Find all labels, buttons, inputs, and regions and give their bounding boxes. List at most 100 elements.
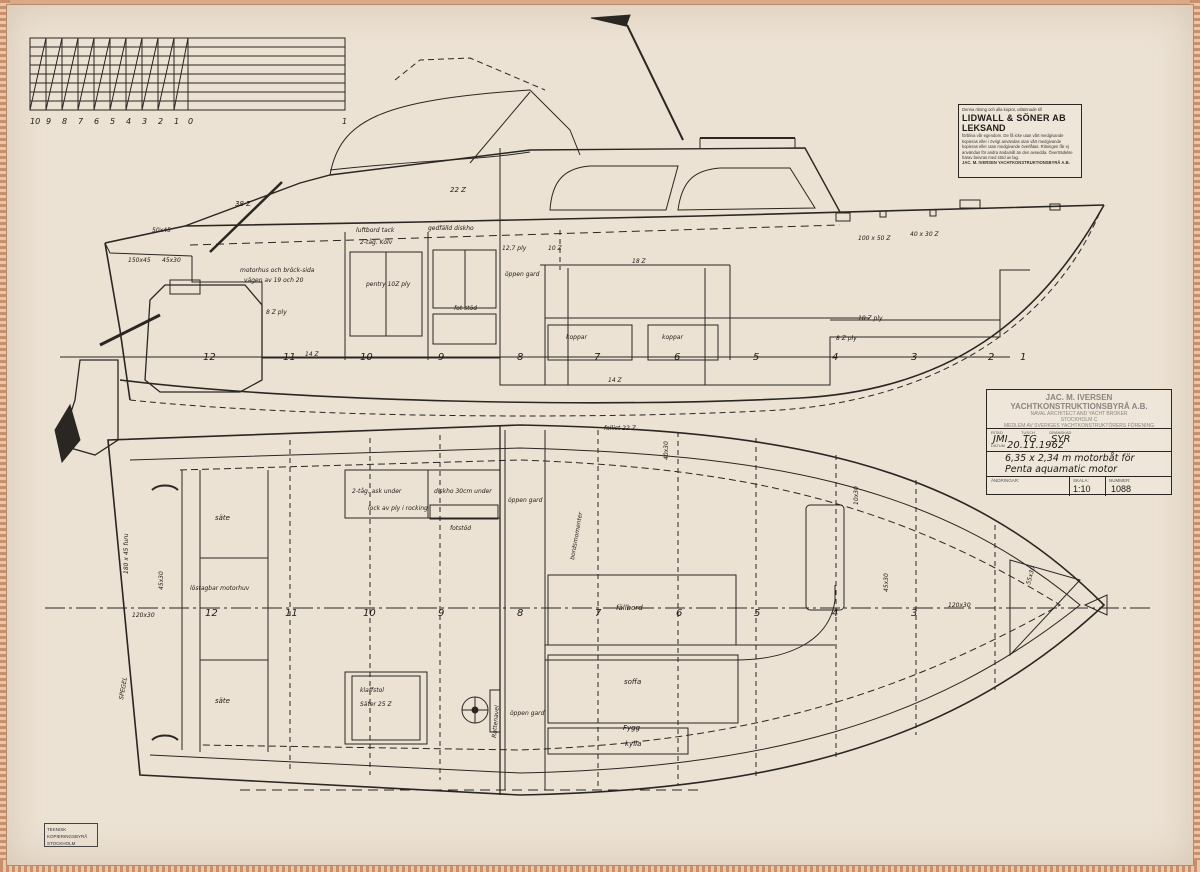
station-number: 4 (832, 608, 838, 619)
scale-num: 2 (158, 117, 163, 126)
scale-numbers: 10 9 8 7 6 5 4 3 2 1 0 1 (30, 117, 347, 126)
station-number: 6 (676, 608, 682, 619)
profile-view (54, 14, 1105, 464)
plan-label: SPEGEL (118, 676, 129, 700)
plan-label: Rattenavel (491, 705, 501, 738)
profile-label: öppen gard (505, 271, 540, 278)
title-scale-row: ÄNDRINGAR: SKALA: NUMMER: 1:10 1088 (987, 476, 1171, 496)
paper-edge-left (0, 0, 10, 872)
plan-label: öppen gard (508, 497, 543, 504)
copy-bureau-line1: TEKNISK KOPIERINGSBYRÅ (47, 827, 88, 839)
station-number: 9 (438, 352, 444, 363)
station-number: 2 (988, 352, 994, 363)
profile-label: 10 Z ply (858, 315, 883, 322)
builder-stamp: Denna ritning och alla kopior, utlämnade… (958, 104, 1082, 178)
plan-label: soffa (624, 678, 641, 686)
number-label: NUMMER: (1109, 478, 1131, 483)
title-divider (1105, 477, 1106, 496)
scale-grid (29, 37, 346, 111)
traced-by: TG (1023, 434, 1037, 445)
scale-num: 10 (30, 117, 40, 126)
drawn-by: JMI (993, 434, 1008, 445)
profile-label: 150x45 (128, 257, 151, 264)
plan-label: bordsmomenter (569, 511, 584, 560)
plan-label: 2-tåg. ask under (352, 488, 402, 495)
station-number: 5 (753, 352, 759, 363)
station-number: 10 (360, 352, 373, 363)
profile-label: gedfälld diskho (428, 225, 474, 232)
scale-num: 4 (126, 117, 131, 126)
plan-label: kylla (625, 740, 641, 748)
profile-label: pentry 10Z ply (365, 281, 411, 288)
plan-label: 55x30 (1025, 565, 1037, 585)
traced-label: TUSCH (1021, 430, 1035, 435)
title-subtitle: NAVAL ARCHITECT AND YACHT BROKER (1030, 411, 1128, 417)
scale-num: 1 (174, 117, 179, 126)
plan-label: öppen gard (510, 710, 545, 717)
plan-label: 45x30 (158, 571, 165, 590)
scale-num: 8 (62, 117, 67, 126)
plan-label: 180 x 45 furu (123, 533, 130, 574)
drawing-date: 20.11.1962 (1007, 440, 1065, 451)
title-company: JAC. M. IVERSEN YACHTKONSTRUKTIONSBYRÅ A… (1010, 393, 1148, 411)
profile-label: 40 x 30 Z (910, 231, 940, 238)
plan-view (45, 424, 1150, 796)
station-number: 12 (203, 352, 216, 363)
plan-label: diskho 30cm under (434, 488, 492, 495)
station-number: 1 (1020, 352, 1026, 363)
scale-label: SKALA: (1073, 478, 1089, 483)
builder-city: LEKSAND (962, 123, 1006, 134)
plan-label: löstagbar motorhuv (190, 585, 250, 592)
profile-labels: 38 Z 22 Z 50x45 150x45 45x30 motorhus oc… (128, 186, 940, 384)
station-number: 11 (285, 608, 298, 619)
title-divider (1069, 477, 1070, 496)
plan-label: säte (215, 697, 230, 705)
station-number: 10 (363, 608, 376, 619)
checked-label: GRANSKAD (1049, 430, 1072, 435)
drawn-label: RITAD (991, 430, 1003, 435)
scale-num: 1 (342, 117, 347, 126)
paper-edge-right (1190, 0, 1200, 872)
changes-label: ÄNDRINGAR: (991, 478, 1020, 483)
title-member: MEDLEM AV SVERIGES YACHTKONSTRUKTÖRERS F… (1003, 423, 1155, 429)
date-label: DATUM (991, 443, 1005, 448)
plan-stations: 12 11 10 9 8 7 6 5 4 3 (205, 608, 917, 619)
station-number: 5 (754, 608, 760, 619)
plan-label: 120x30 (948, 602, 971, 609)
drawing-description: 6,35 x 2,34 m motorbåt för (1005, 453, 1135, 464)
checked-by: SYR (1051, 434, 1071, 445)
profile-label: 12,7 ply (502, 245, 527, 252)
scale-num: 7 (78, 117, 84, 126)
drawing-scale: 1:10 (1073, 484, 1091, 494)
plan-label: 40x30 (663, 441, 670, 460)
plan-label: fällbord (616, 604, 643, 612)
scale-num: 9 (46, 117, 51, 126)
profile-label: 45x30 (162, 257, 181, 264)
title-block: JAC. M. IVERSEN YACHTKONSTRUKTIONSBYRÅ A… (986, 389, 1172, 496)
plan-label: säte (215, 514, 230, 522)
profile-label: koppar (662, 334, 683, 341)
drawing-number: 1088 (1111, 484, 1132, 494)
profile-label: 38 Z (235, 200, 251, 208)
plan-label: Säter 25 Z (360, 701, 392, 708)
profile-label: vägen av 19 och 20 (244, 277, 304, 284)
scale-num: 0 (188, 117, 193, 126)
profile-stations: 12 11 10 9 8 7 6 5 4 3 2 1 (203, 352, 1026, 363)
station-number: 8 (517, 608, 523, 619)
profile-label: 10 Z (548, 245, 563, 252)
title-address: STOCKHOLM C (1060, 417, 1098, 423)
profile-label: 50x45 (152, 227, 171, 234)
station-number: 7 (595, 608, 602, 619)
station-number: 11 (283, 352, 296, 363)
profile-label: 14 Z (305, 351, 320, 358)
profile-label: luftbord tack (356, 227, 395, 234)
profile-label: 8 Z ply (836, 335, 857, 342)
builder-firm: LIDWALL & SÖNER AB (962, 113, 1066, 124)
profile-label: fot stöd (454, 305, 477, 312)
plan-label: 45x30 (883, 573, 890, 592)
station-number: 6 (674, 352, 680, 363)
scale-num: 5 (110, 117, 115, 126)
profile-label: koppar (566, 334, 587, 341)
scale-num: 6 (94, 117, 99, 126)
